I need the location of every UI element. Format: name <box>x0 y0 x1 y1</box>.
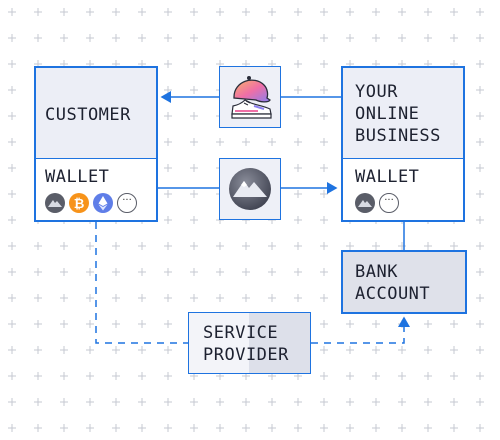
payment-tile <box>219 158 281 220</box>
mountain-token-icon <box>229 168 271 210</box>
mountain-token-icon <box>355 193 375 213</box>
service-provider-box: SERVICE PROVIDER <box>188 312 311 374</box>
bank-account-box: BANK ACCOUNT <box>341 250 467 314</box>
customer-divider <box>36 158 156 159</box>
service-title-line-2: PROVIDER <box>203 345 289 365</box>
bank-title-line-1: BANK <box>355 262 398 282</box>
mountain-token-icon <box>45 193 65 213</box>
business-divider <box>343 158 463 159</box>
svg-text:₿: ₿ <box>74 197 85 212</box>
goods-tile <box>219 66 281 128</box>
service-title-line-1: SERVICE <box>203 323 279 343</box>
sneaker-icon <box>231 99 272 119</box>
business-title-line-1: YOUR <box>355 82 398 102</box>
customer-wallet-label: WALLET <box>45 167 110 187</box>
more-icon[interactable]: ··· <box>379 193 399 213</box>
customer-box: CUSTOMER WALLET ₿ ··· <box>34 66 158 222</box>
business-title-line-3: BUSINESS <box>355 126 441 146</box>
bank-title-line-2: ACCOUNT <box>355 284 431 304</box>
cap-icon <box>233 76 271 103</box>
more-icon[interactable]: ··· <box>117 193 137 213</box>
business-box: YOUR ONLINE BUSINESS WALLET ··· <box>341 66 465 222</box>
ethereum-icon <box>93 193 113 213</box>
customer-title: CUSTOMER <box>45 105 131 125</box>
business-wallet-label: WALLET <box>355 167 420 187</box>
bitcoin-icon: ₿ <box>69 193 89 213</box>
business-title-line-2: ONLINE <box>355 104 420 124</box>
